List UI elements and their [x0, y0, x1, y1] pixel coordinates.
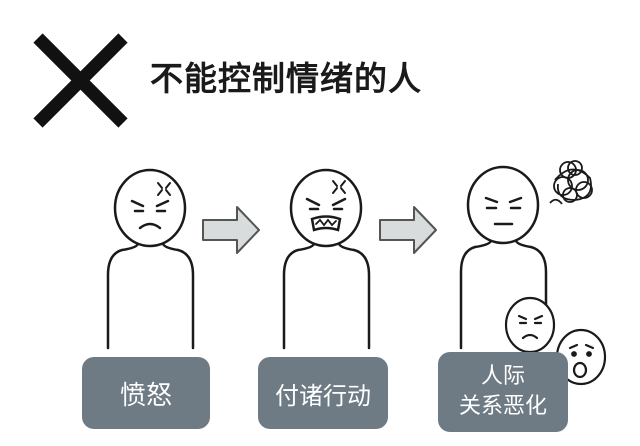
figure-angry [106, 168, 195, 350]
cross-mark-icon [33, 33, 128, 128]
figure-acting-out [282, 168, 371, 350]
page-title: 不能控制情绪的人 [150, 59, 422, 98]
step-label-text: 付诸行动 [275, 381, 371, 410]
right-arrow-icon [202, 206, 260, 254]
anger-vein-icon [157, 182, 171, 196]
step-label-relationships: 人际 关系恶化 [438, 352, 568, 432]
step-label-line-2: 关系恶化 [458, 394, 547, 419]
anger-vein-icon [332, 180, 346, 194]
step-label-text: 愤怒 [119, 380, 172, 411]
step-label-anger: 愤怒 [82, 357, 210, 429]
scribble-tangle-icon [549, 160, 593, 205]
right-arrow-icon [379, 206, 437, 254]
step-label-act: 付诸行动 [258, 357, 388, 429]
figure-isolated [459, 165, 548, 350]
step-label-line-1: 人际 [480, 364, 525, 389]
small-face-worried [504, 296, 556, 354]
